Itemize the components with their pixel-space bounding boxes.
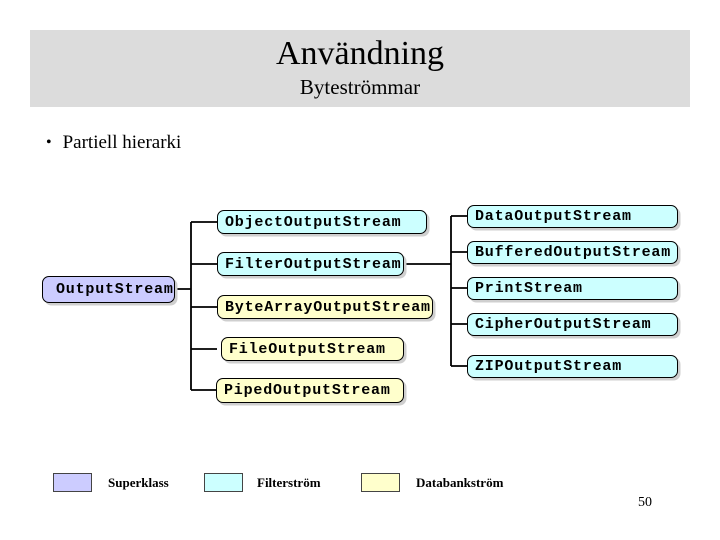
connector-right-tree [404,215,467,367]
legend-label-superklass: Superklass [108,475,169,490]
legend-label-filterstrom: Filterström [257,475,321,490]
legend-swatch-databankstrom [361,473,400,492]
node-printstream: PrintStream [467,277,678,300]
node-pipedoutputstream: PipedOutputStream [216,378,404,403]
slide-header: Användning Byteströmmar [30,30,690,107]
legend-swatch-filterstrom [204,473,243,492]
slide-title: Användning [275,35,445,72]
node-objectoutputstream: ObjectOutputStream [217,210,427,234]
node-filteroutputstream: FilterOutputStream [217,252,404,276]
bullet-item: • Partiell hierarki [46,131,181,155]
bullet-text: Partiell hierarki [62,132,182,153]
legend-label-databankstrom: Databankström [416,475,504,490]
legend: Superklass Filterström Databankström [0,473,720,492]
connector-left-tree [175,221,217,391]
legend-swatch-superklass [53,473,92,492]
bullet-marker: • [46,134,52,151]
node-cipheroutputstream: CipherOutputStream [467,313,678,336]
node-dataoutputstream: DataOutputStream [467,205,678,228]
node-outputstream: OutputStream [42,276,175,303]
node-zipoutputstream: ZIPOutputStream [467,355,678,378]
node-fileoutputstream: FileOutputStream [221,337,404,361]
node-bufferedoutputstream: BufferedOutputStream [467,241,678,264]
page-number: 50 [638,495,652,510]
slide-subtitle: Byteströmmar [299,75,421,99]
node-bytearrayoutputstream: ByteArrayOutputStream [217,295,433,319]
